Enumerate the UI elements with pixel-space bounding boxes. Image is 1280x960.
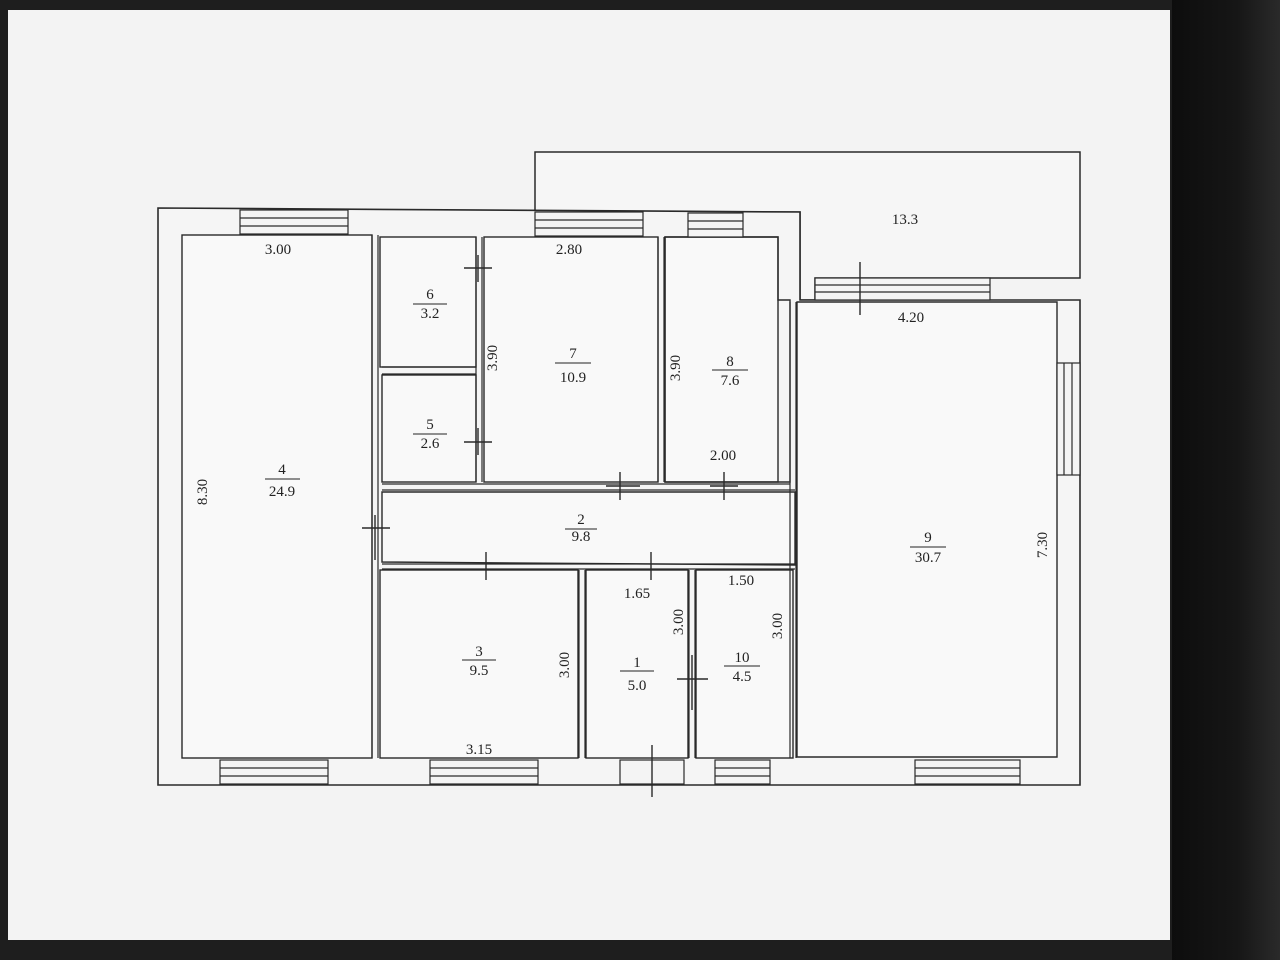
room-number: 9 xyxy=(924,530,932,546)
window-top-left xyxy=(239,209,349,235)
window-bottom-4 xyxy=(714,759,771,785)
room-labels: 4 24.9 6 3.2 5 2.6 7 10.9 8 7.6 2 9.8 xyxy=(265,212,946,694)
room-9 xyxy=(796,301,1058,758)
room-number: 3 xyxy=(475,644,483,660)
dim-room7-width: 2.80 xyxy=(556,242,582,258)
dim-room10-length: 3.00 xyxy=(770,613,786,639)
dim-room8-length: 3.90 xyxy=(668,355,684,381)
room-number: 7 xyxy=(569,346,577,362)
window-right xyxy=(1056,362,1081,476)
room-number: 2 xyxy=(577,512,585,528)
monitor-bezel xyxy=(1172,0,1280,960)
label-room-1: 1 5.0 xyxy=(620,655,654,694)
window-top-mid xyxy=(534,211,644,237)
terrace-area-label: 13.3 xyxy=(892,212,918,228)
room-1 xyxy=(585,569,689,759)
label-room-10: 10 4.5 xyxy=(724,650,760,685)
door-marks xyxy=(362,255,861,797)
label-room-9: 9 30.7 xyxy=(910,530,946,566)
room-number: 5 xyxy=(426,417,434,433)
label-room-2: 2 9.8 xyxy=(565,512,597,545)
label-room-5: 5 2.6 xyxy=(413,417,447,452)
window-terrace xyxy=(814,277,991,301)
room-area: 2.6 xyxy=(421,436,440,452)
room-number: 6 xyxy=(426,287,434,303)
dim-room7-length: 3.90 xyxy=(485,345,501,371)
room-area: 7.6 xyxy=(721,373,740,389)
dim-room4-width: 3.00 xyxy=(265,242,291,258)
dim-room4-length: 8.30 xyxy=(195,479,211,505)
room-area: 5.0 xyxy=(628,678,647,694)
room-number: 10 xyxy=(735,650,750,666)
room-10 xyxy=(695,569,794,759)
dim-room8-width: 2.00 xyxy=(710,448,736,464)
window-bottom-1 xyxy=(219,759,329,785)
dim-room1-length: 3.00 xyxy=(671,609,687,635)
window-bottom-5 xyxy=(914,759,1021,785)
room-area: 9.8 xyxy=(572,529,591,545)
label-room-7: 7 10.9 xyxy=(555,346,591,386)
dim-room3-width: 3.15 xyxy=(466,742,492,758)
room-area: 24.9 xyxy=(269,484,295,500)
dim-room10-width: 1.50 xyxy=(728,573,754,589)
room-number: 1 xyxy=(633,655,641,671)
dim-room1-width: 1.65 xyxy=(624,586,650,602)
room-5 xyxy=(381,374,477,483)
room-number: 4 xyxy=(278,462,286,478)
label-room-3: 3 9.5 xyxy=(462,644,496,679)
dim-room9-width: 4.20 xyxy=(898,310,924,326)
room-area: 30.7 xyxy=(915,550,942,566)
room-3 xyxy=(379,569,579,759)
dim-room9-length: 7.30 xyxy=(1035,532,1051,558)
dimension-labels: 3.00 2.80 4.20 2.00 1.65 1.50 3.15 8.30 … xyxy=(195,242,1051,758)
window-top-right xyxy=(687,212,744,238)
room-number: 8 xyxy=(726,354,734,370)
label-room-8: 8 7.6 xyxy=(712,354,748,389)
room-area: 4.5 xyxy=(733,669,752,685)
room-8 xyxy=(664,236,779,483)
dim-room3-length: 3.00 xyxy=(557,652,573,678)
room-4 xyxy=(181,234,373,759)
room-area: 9.5 xyxy=(470,663,489,679)
label-room-4: 4 24.9 xyxy=(265,462,300,500)
label-room-6: 6 3.2 xyxy=(413,287,447,322)
room-area: 3.2 xyxy=(421,306,440,322)
room-area: 10.9 xyxy=(560,370,586,386)
window-bottom-2 xyxy=(429,759,539,785)
